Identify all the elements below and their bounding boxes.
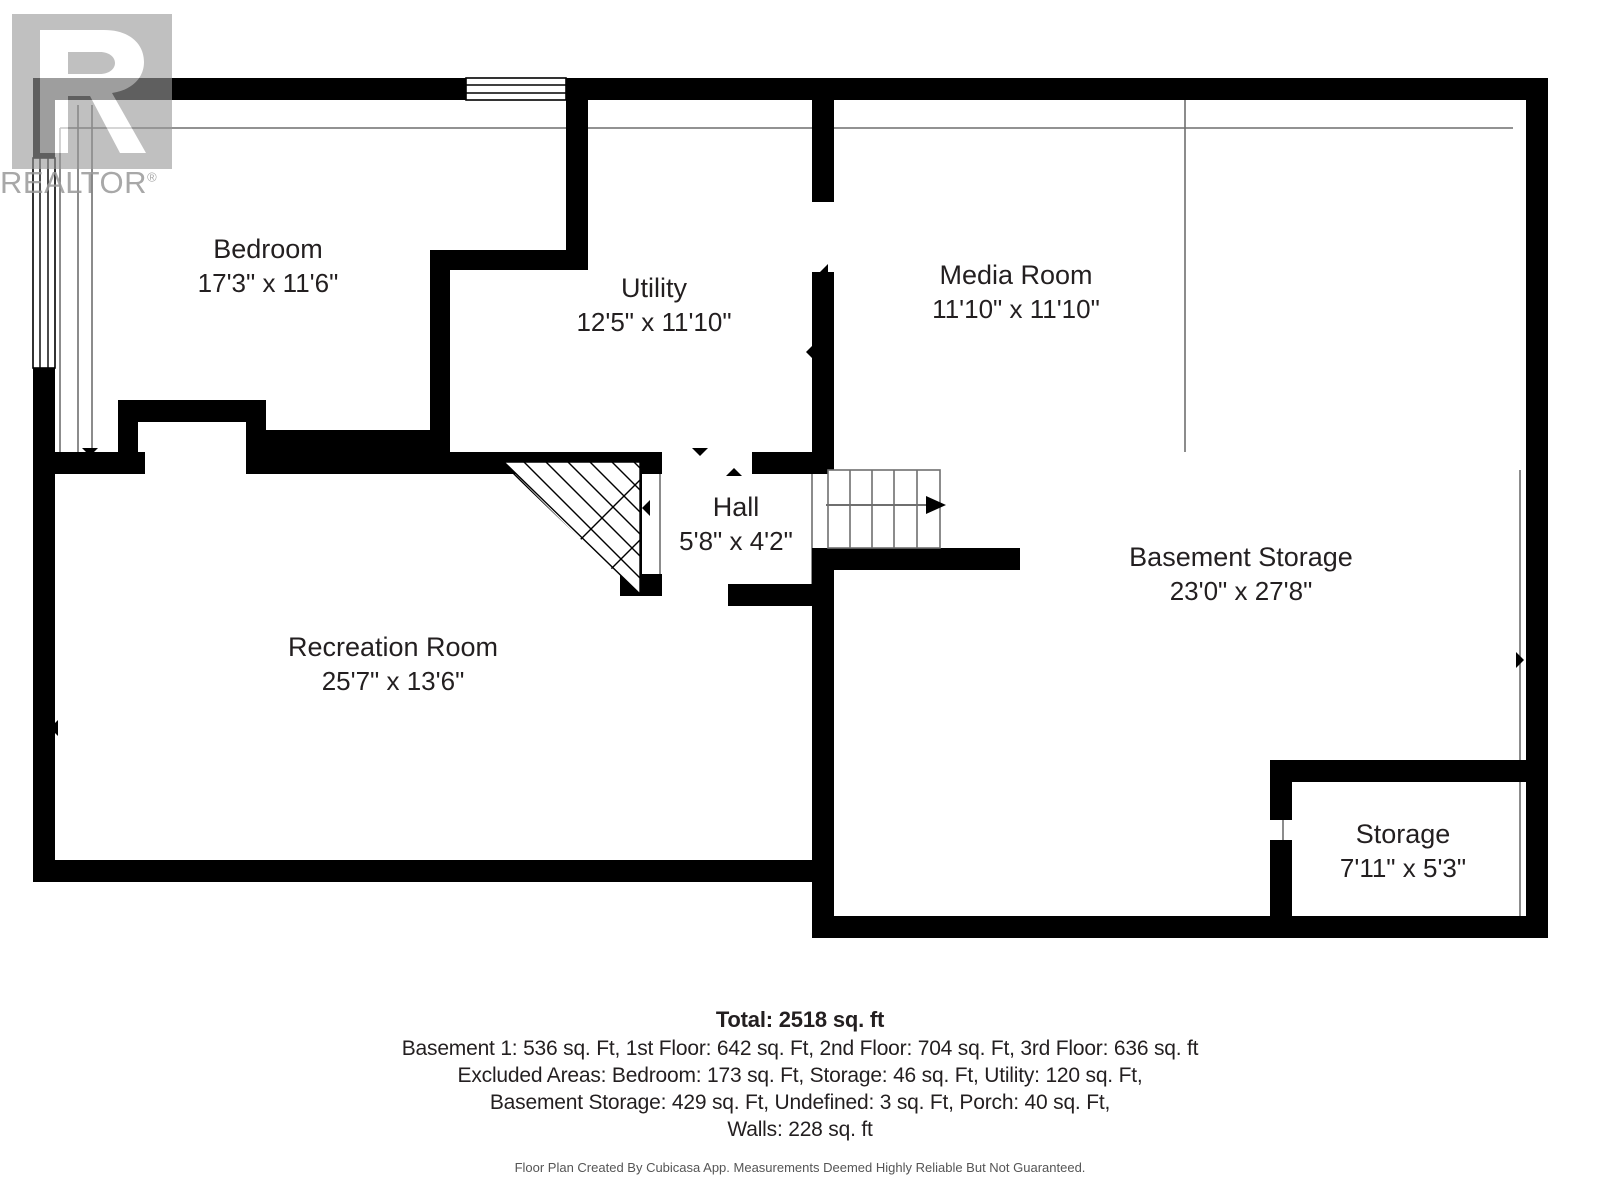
footer-attribution: Floor Plan Created By Cubicasa App. Meas… bbox=[514, 1160, 1086, 1175]
room-dims-bedroom: 17'3" x 11'6" bbox=[198, 268, 339, 298]
room-name-media-room: Media Room bbox=[939, 260, 1092, 290]
excluded-areas-line-1: Excluded Areas: Bedroom: 173 sq. Ft, Sto… bbox=[457, 1064, 1143, 1087]
room-dims-basement-storage: 23'0" x 27'8" bbox=[1170, 576, 1313, 606]
opening-markers bbox=[50, 92, 1534, 928]
staircase bbox=[826, 469, 946, 549]
room-name-bedroom: Bedroom bbox=[213, 234, 323, 264]
floor-breakdown-line: Basement 1: 536 sq. Ft, 1st Floor: 642 s… bbox=[401, 1037, 1199, 1060]
excluded-areas-line-2: Basement Storage: 429 sq. Ft, Undefined:… bbox=[489, 1091, 1111, 1114]
room-name-hall: Hall bbox=[713, 492, 760, 522]
total-area-line: Total: 2518 sq. ft bbox=[715, 1007, 885, 1032]
room-name-recreation-room: Recreation Room bbox=[288, 632, 498, 662]
window-icon bbox=[32, 157, 56, 369]
room-dims-storage: 7'11" x 5'3" bbox=[1340, 853, 1466, 883]
room-labels: Bedroom 17'3" x 11'6" Utility 12'5" x 11… bbox=[198, 234, 1466, 883]
area-summary: Total: 2518 sq. ft Basement 1: 536 sq. F… bbox=[0, 1005, 1600, 1143]
room-name-utility: Utility bbox=[621, 273, 687, 303]
room-name-storage: Storage bbox=[1356, 819, 1451, 849]
room-dims-recreation-room: 25'7" x 13'6" bbox=[322, 666, 465, 696]
dimension-lines bbox=[59, 100, 1531, 930]
room-dims-hall: 5'8" x 4'2" bbox=[679, 526, 793, 556]
room-name-basement-storage: Basement Storage bbox=[1129, 542, 1353, 572]
window-icon bbox=[465, 77, 567, 101]
window-symbols bbox=[32, 77, 567, 369]
stair-direction-arrow-icon bbox=[926, 496, 946, 514]
walls bbox=[33, 78, 1548, 938]
room-dims-utility: 12'5" x 11'10" bbox=[576, 307, 731, 337]
room-dims-media-room: 11'10" x 11'10" bbox=[932, 294, 1100, 324]
under-stair-hatch bbox=[500, 461, 641, 596]
walls-area-line: Walls: 228 sq. ft bbox=[727, 1118, 873, 1141]
